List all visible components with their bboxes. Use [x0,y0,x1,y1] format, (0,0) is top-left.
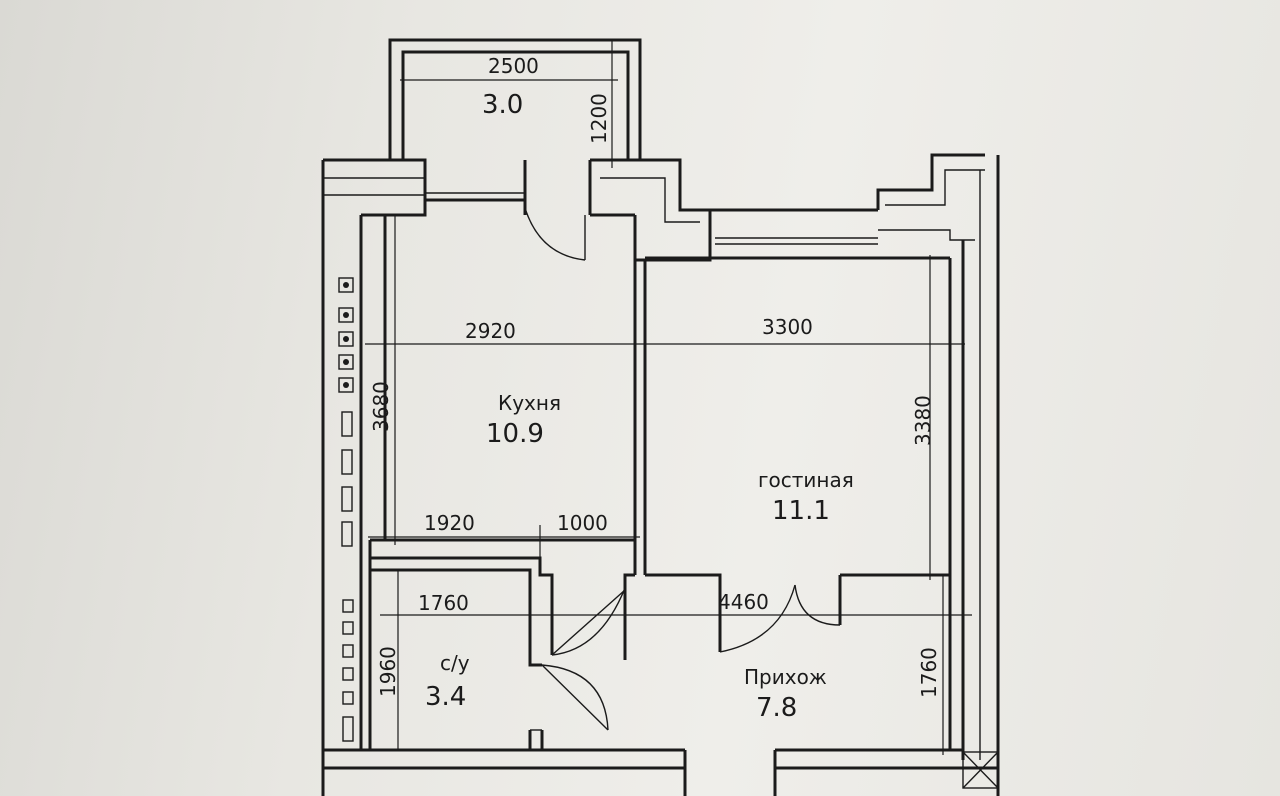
dim-bath-depth: 1960 [376,646,400,697]
dim-bath-top-width: 1920 [424,511,475,535]
balcony [388,38,642,168]
hall-area: 7.8 [756,693,797,723]
dim-living-width: 3300 [762,315,813,339]
dim-kitchen-width: 2920 [465,319,516,343]
dim-living-depth: 3380 [911,395,935,446]
bath-name: с/у [440,651,470,675]
dimension-labels: 2500 1200 2920 3300 3680 3380 1920 1000 … [369,54,941,698]
doors [524,207,841,731]
dim-balcony-width: 2500 [488,54,539,78]
balcony-area: 3.0 [482,90,523,120]
dim-bath-inner-width: 1760 [418,591,469,615]
living-area: 11.1 [772,496,830,526]
dimension-lines [365,215,972,755]
vent-markers [338,277,354,742]
dim-corridor-width: 1000 [557,511,608,535]
dim-kitchen-depth: 3680 [369,381,393,432]
dim-hall-width: 4460 [718,590,769,614]
outer-walls [321,153,1000,796]
kitchen-area: 10.9 [486,419,544,449]
kitchen-name: Кухня [498,391,561,415]
hall-name: Прихож [744,665,827,689]
dim-hall-depth: 1760 [917,647,941,698]
interior-walls [370,538,950,750]
living-name: гостиная [758,468,854,492]
dim-balcony-depth: 1200 [587,93,611,144]
room-labels: 3.0 Кухня 10.9 гостиная 11.1 с/у 3.4 При… [425,90,854,723]
bath-area: 3.4 [425,682,466,712]
